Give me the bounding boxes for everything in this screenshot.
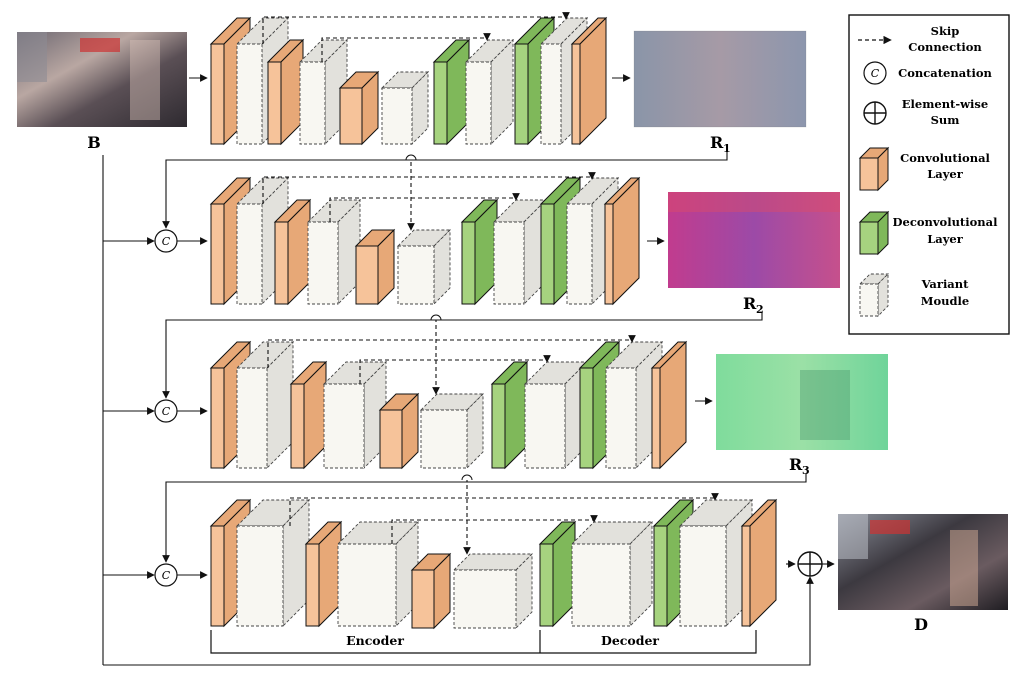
s1-variant-4 [464, 38, 515, 146]
legend-variant-line1: Variant [921, 277, 970, 291]
s3-variant-4 [523, 360, 589, 470]
input-image-b [17, 32, 187, 127]
s1-skip-outer [262, 12, 570, 44]
s2-skip-inner [329, 193, 520, 222]
s4-deconv-1 [538, 520, 577, 628]
s1-deconv-1 [432, 38, 471, 146]
legend-conv-block [858, 146, 890, 192]
legend-deconv-shape [858, 210, 890, 256]
legend-skip-line2: Connection [908, 40, 982, 54]
s2-conv-2 [273, 198, 312, 306]
legend-skip-line1: Skip [931, 24, 960, 38]
s4-variant-2 [336, 520, 420, 628]
s3-conv-3 [378, 392, 420, 470]
legend-conv-line2: Layer [927, 167, 964, 181]
label-r1-sub: 1 [723, 142, 731, 155]
output-image-d [838, 514, 1008, 610]
decoder-label: Decoder [601, 633, 659, 648]
concat-node-3: C [154, 399, 178, 423]
s4-conv-out [740, 498, 778, 628]
concat-node-2: C [154, 229, 178, 253]
s1-variant-3 [380, 70, 430, 146]
label-r1-main: R [710, 133, 724, 152]
label-r2-main: R [743, 294, 757, 313]
label-r3-sub: 3 [802, 464, 810, 477]
label-r3-main: R [789, 455, 803, 474]
legend-concat-text: Concatenation [898, 66, 992, 80]
s4-variant-3 [452, 552, 534, 630]
element-wise-sum-node [797, 551, 823, 577]
r1-feedback [162, 152, 728, 229]
s1-conv-2 [266, 38, 305, 146]
s3-conv-2 [289, 360, 328, 470]
s4-variant-5 [678, 498, 754, 628]
s1-conv-out [570, 16, 608, 146]
concat-node-4: C [154, 563, 178, 587]
s3-variant-1 [235, 340, 295, 470]
s2-deconv-1 [460, 198, 499, 306]
legend-variant-shape [858, 272, 890, 318]
legend-variant-block [858, 272, 890, 318]
connection-lines [102, 12, 835, 666]
r3-feedback [162, 474, 807, 563]
s2-variant-2 [306, 198, 362, 306]
s3-skip-inner [359, 355, 551, 384]
concat-symbol-4: C [162, 569, 171, 582]
hop-2 [430, 314, 442, 321]
residual-image-r1 [633, 30, 807, 128]
encoder-decoder-brace: Encoder Decoder [210, 630, 757, 654]
s2-variant-4 [492, 198, 548, 306]
legend-sum-line1: Element-wise [902, 97, 988, 111]
legend-sum-line2: Sum [931, 113, 960, 127]
s4-variant-1 [235, 498, 311, 628]
label-d: D [914, 615, 928, 634]
s3-conv-out [650, 340, 688, 470]
legend-deconv-line2: Layer [927, 232, 964, 246]
label-b: B [87, 133, 101, 152]
s2-conv-3 [354, 228, 396, 306]
legend-concat-symbol: C [871, 67, 880, 80]
label-r2-sub: 2 [756, 303, 764, 316]
s3-deconv-1 [490, 360, 529, 470]
concat-symbol-2: C [162, 235, 171, 248]
legend-deconv-line1: Deconvolutional [893, 215, 999, 229]
legend-deconv-block [858, 210, 890, 256]
r2-feedback [162, 312, 763, 399]
s4-skip-inner [391, 515, 598, 544]
s4-conv-2 [304, 520, 343, 628]
s3-variant-3 [419, 392, 485, 470]
s4-conv-3 [410, 552, 452, 630]
legend-variant-line2: Moudle [921, 294, 970, 308]
s3-skip-outer [267, 335, 636, 368]
concat-symbol-3: C [162, 405, 171, 418]
s4-skip-outer [289, 493, 719, 526]
legend-panel: Skip Connection C Concatenation Element-… [848, 14, 1010, 335]
layer-blocks [209, 16, 778, 630]
s3-variant-2 [322, 360, 388, 470]
s2-conv-out [603, 176, 641, 306]
legend-conv-shape [858, 146, 890, 192]
hop-3 [461, 474, 473, 481]
label-r1: R 1 [710, 133, 731, 155]
s2-variant-3 [396, 228, 452, 306]
s4-variant-4 [570, 520, 654, 628]
encoder-label: Encoder [346, 633, 404, 648]
legend-conv-line1: Convolutional [900, 151, 990, 165]
s2-skip-outer [262, 172, 596, 204]
residual-image-r3 [716, 354, 888, 450]
label-r2: R 2 [743, 294, 764, 316]
s1-skip-inner [321, 33, 491, 62]
hop-1 [405, 154, 417, 161]
s1-conv-3 [338, 70, 380, 146]
label-r3: R 3 [789, 455, 810, 477]
residual-image-r2 [668, 192, 840, 288]
trunk-to-sum [103, 576, 814, 666]
